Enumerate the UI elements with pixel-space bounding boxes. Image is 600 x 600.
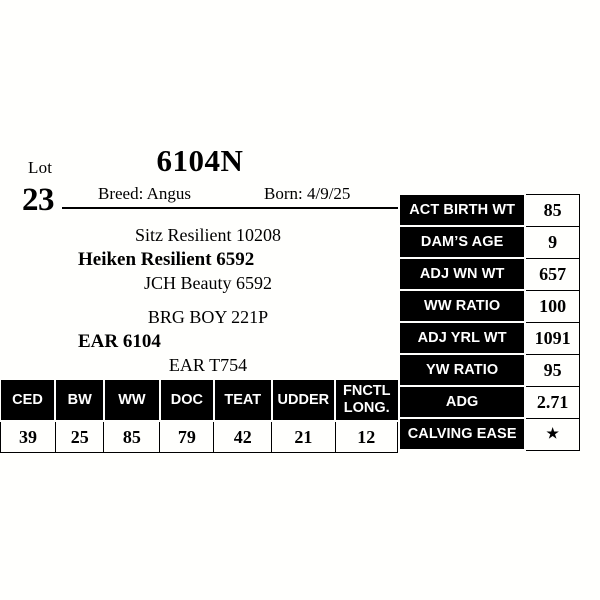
stat-label-adj-wn-wt: ADJ WN WT [397,257,527,291]
table-row: WW RATIO 100 [397,289,581,323]
stat-value-adg: 2.71 [524,385,581,419]
stat-label-adj-yrl-wt: ADJ YRL WT [397,321,527,355]
epd-value-ced: 39 [0,421,56,453]
pedigree-sire: Heiken Resilient 6592 [78,249,255,270]
header-divider [62,207,400,209]
stat-value-yw-ratio: 95 [524,353,581,387]
stat-label-adg: ADG [397,385,527,419]
epd-header-teat: TEAT [213,380,273,422]
pedigree-block: Sitz Resilient 10208 Heiken Resilient 65… [0,224,398,377]
pedigree-dam-group: BRG BOY 221P EAR 6104 EAR T754 [0,306,398,377]
epd-value-ww: 85 [103,421,161,453]
animal-title: 6104N [156,143,244,178]
table-row: ADJ WN WT 657 [397,257,581,291]
pedigree-dam-sire: BRG BOY 221P [147,307,269,327]
born-line: Born: 4/9/25 [264,184,351,203]
table-row: DAM’S AGE 9 [397,225,581,259]
pedigree-dam: EAR 6104 [78,331,161,352]
pedigree-sire-group: Sitz Resilient 10208 Heiken Resilient 65… [0,224,398,295]
stat-label-yw-ratio: YW RATIO [397,353,527,387]
epd-header-row: CED BW WW DOC TEAT UDDER FNCTL LONG. [0,380,398,422]
epd-header-ced: CED [0,380,57,422]
epd-value-row: 39 25 85 79 42 21 12 [0,421,399,453]
pedigree-dam-dam: EAR T754 [168,355,248,375]
epd-value-udder: 21 [271,421,336,453]
pedigree-sire-dam: JCH Beauty 6592 [144,273,272,293]
pedigree-spacer [0,295,398,306]
table-row: ADG 2.71 [397,385,581,419]
stat-value-dams-age: 9 [524,225,581,259]
table-row: ACT BIRTH WT 85 [397,193,581,227]
table-row: ADJ YRL WT 1091 [397,321,581,355]
epd-value-bw: 25 [54,421,105,453]
epd-table: CED BW WW DOC TEAT UDDER FNCTL LONG. 39 … [0,380,399,453]
epd-value-fnctl-long: 12 [334,421,399,453]
epd-header-udder: UDDER [271,380,337,422]
lot-number: 23 [22,182,55,218]
breed-line: Breed: Angus [98,184,192,203]
stat-label-ww-ratio: WW RATIO [397,289,527,323]
stat-value-calving-ease: ★ [524,417,581,451]
epd-header-ww: WW [103,380,161,422]
performance-stats-table: ACT BIRTH WT 85 DAM’S AGE 9 ADJ WN WT 65… [397,193,581,451]
stat-value-adj-yrl-wt: 1091 [524,321,581,355]
stat-label-calving-ease: CALVING EASE [397,417,527,451]
epd-header-fnctl-long: FNCTL LONG. [335,380,398,422]
stat-value-ww-ratio: 100 [524,289,581,323]
lot-label: Lot [28,158,53,177]
table-row: YW RATIO 95 [397,353,581,387]
table-row: CALVING EASE ★ [397,417,581,451]
stat-label-act-birth-wt: ACT BIRTH WT [397,193,527,227]
epd-value-teat: 42 [213,421,273,453]
epd-header-bw: BW [55,380,105,422]
epd-header-doc: DOC [159,380,215,422]
stat-value-act-birth-wt: 85 [524,193,581,227]
epd-value-doc: 79 [159,421,215,453]
stat-value-adj-wn-wt: 657 [524,257,581,291]
stat-label-dams-age: DAM’S AGE [397,225,527,259]
pedigree-sire-sire: Sitz Resilient 10208 [135,225,281,245]
